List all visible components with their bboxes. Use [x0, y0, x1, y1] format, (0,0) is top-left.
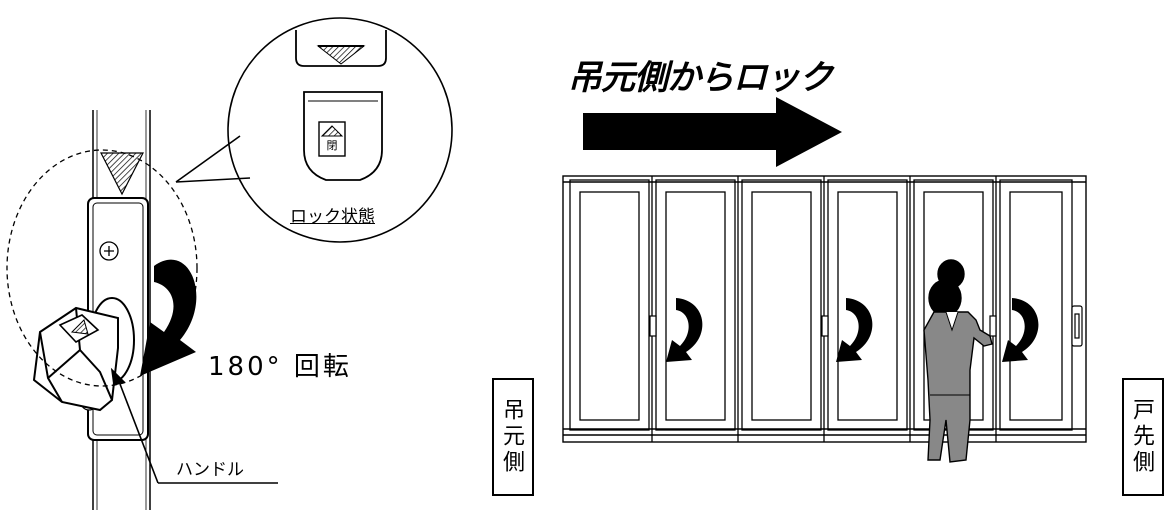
door-panels — [569, 176, 1073, 442]
direction-arrow-icon — [583, 97, 842, 167]
rotate-arrow-icon — [140, 259, 197, 376]
right-side-label: 戸先側 — [1122, 378, 1164, 496]
diagram-title: 吊元側からロック — [568, 58, 833, 98]
lock-indicator-arrow-icon — [100, 152, 144, 196]
zoom-region — [6, 149, 198, 387]
lock-handle-icon — [32, 297, 135, 412]
person-icon — [923, 259, 993, 463]
rotation-label: 180° 回転 — [208, 352, 352, 382]
close-mark-label: 閉 — [326, 139, 338, 152]
handle-leader-line — [110, 367, 278, 484]
left-side-label: 吊元側 — [492, 378, 534, 496]
callout-lock-detail — [295, 30, 387, 181]
door-rotate-arrows — [666, 298, 1039, 362]
close-mark-badge: 閉 — [319, 122, 345, 156]
screw-icon — [99, 241, 119, 261]
door-locks — [649, 305, 1083, 347]
lock-state-label: ロック状態 — [290, 207, 375, 227]
handle-label: ハンドル — [176, 460, 244, 480]
